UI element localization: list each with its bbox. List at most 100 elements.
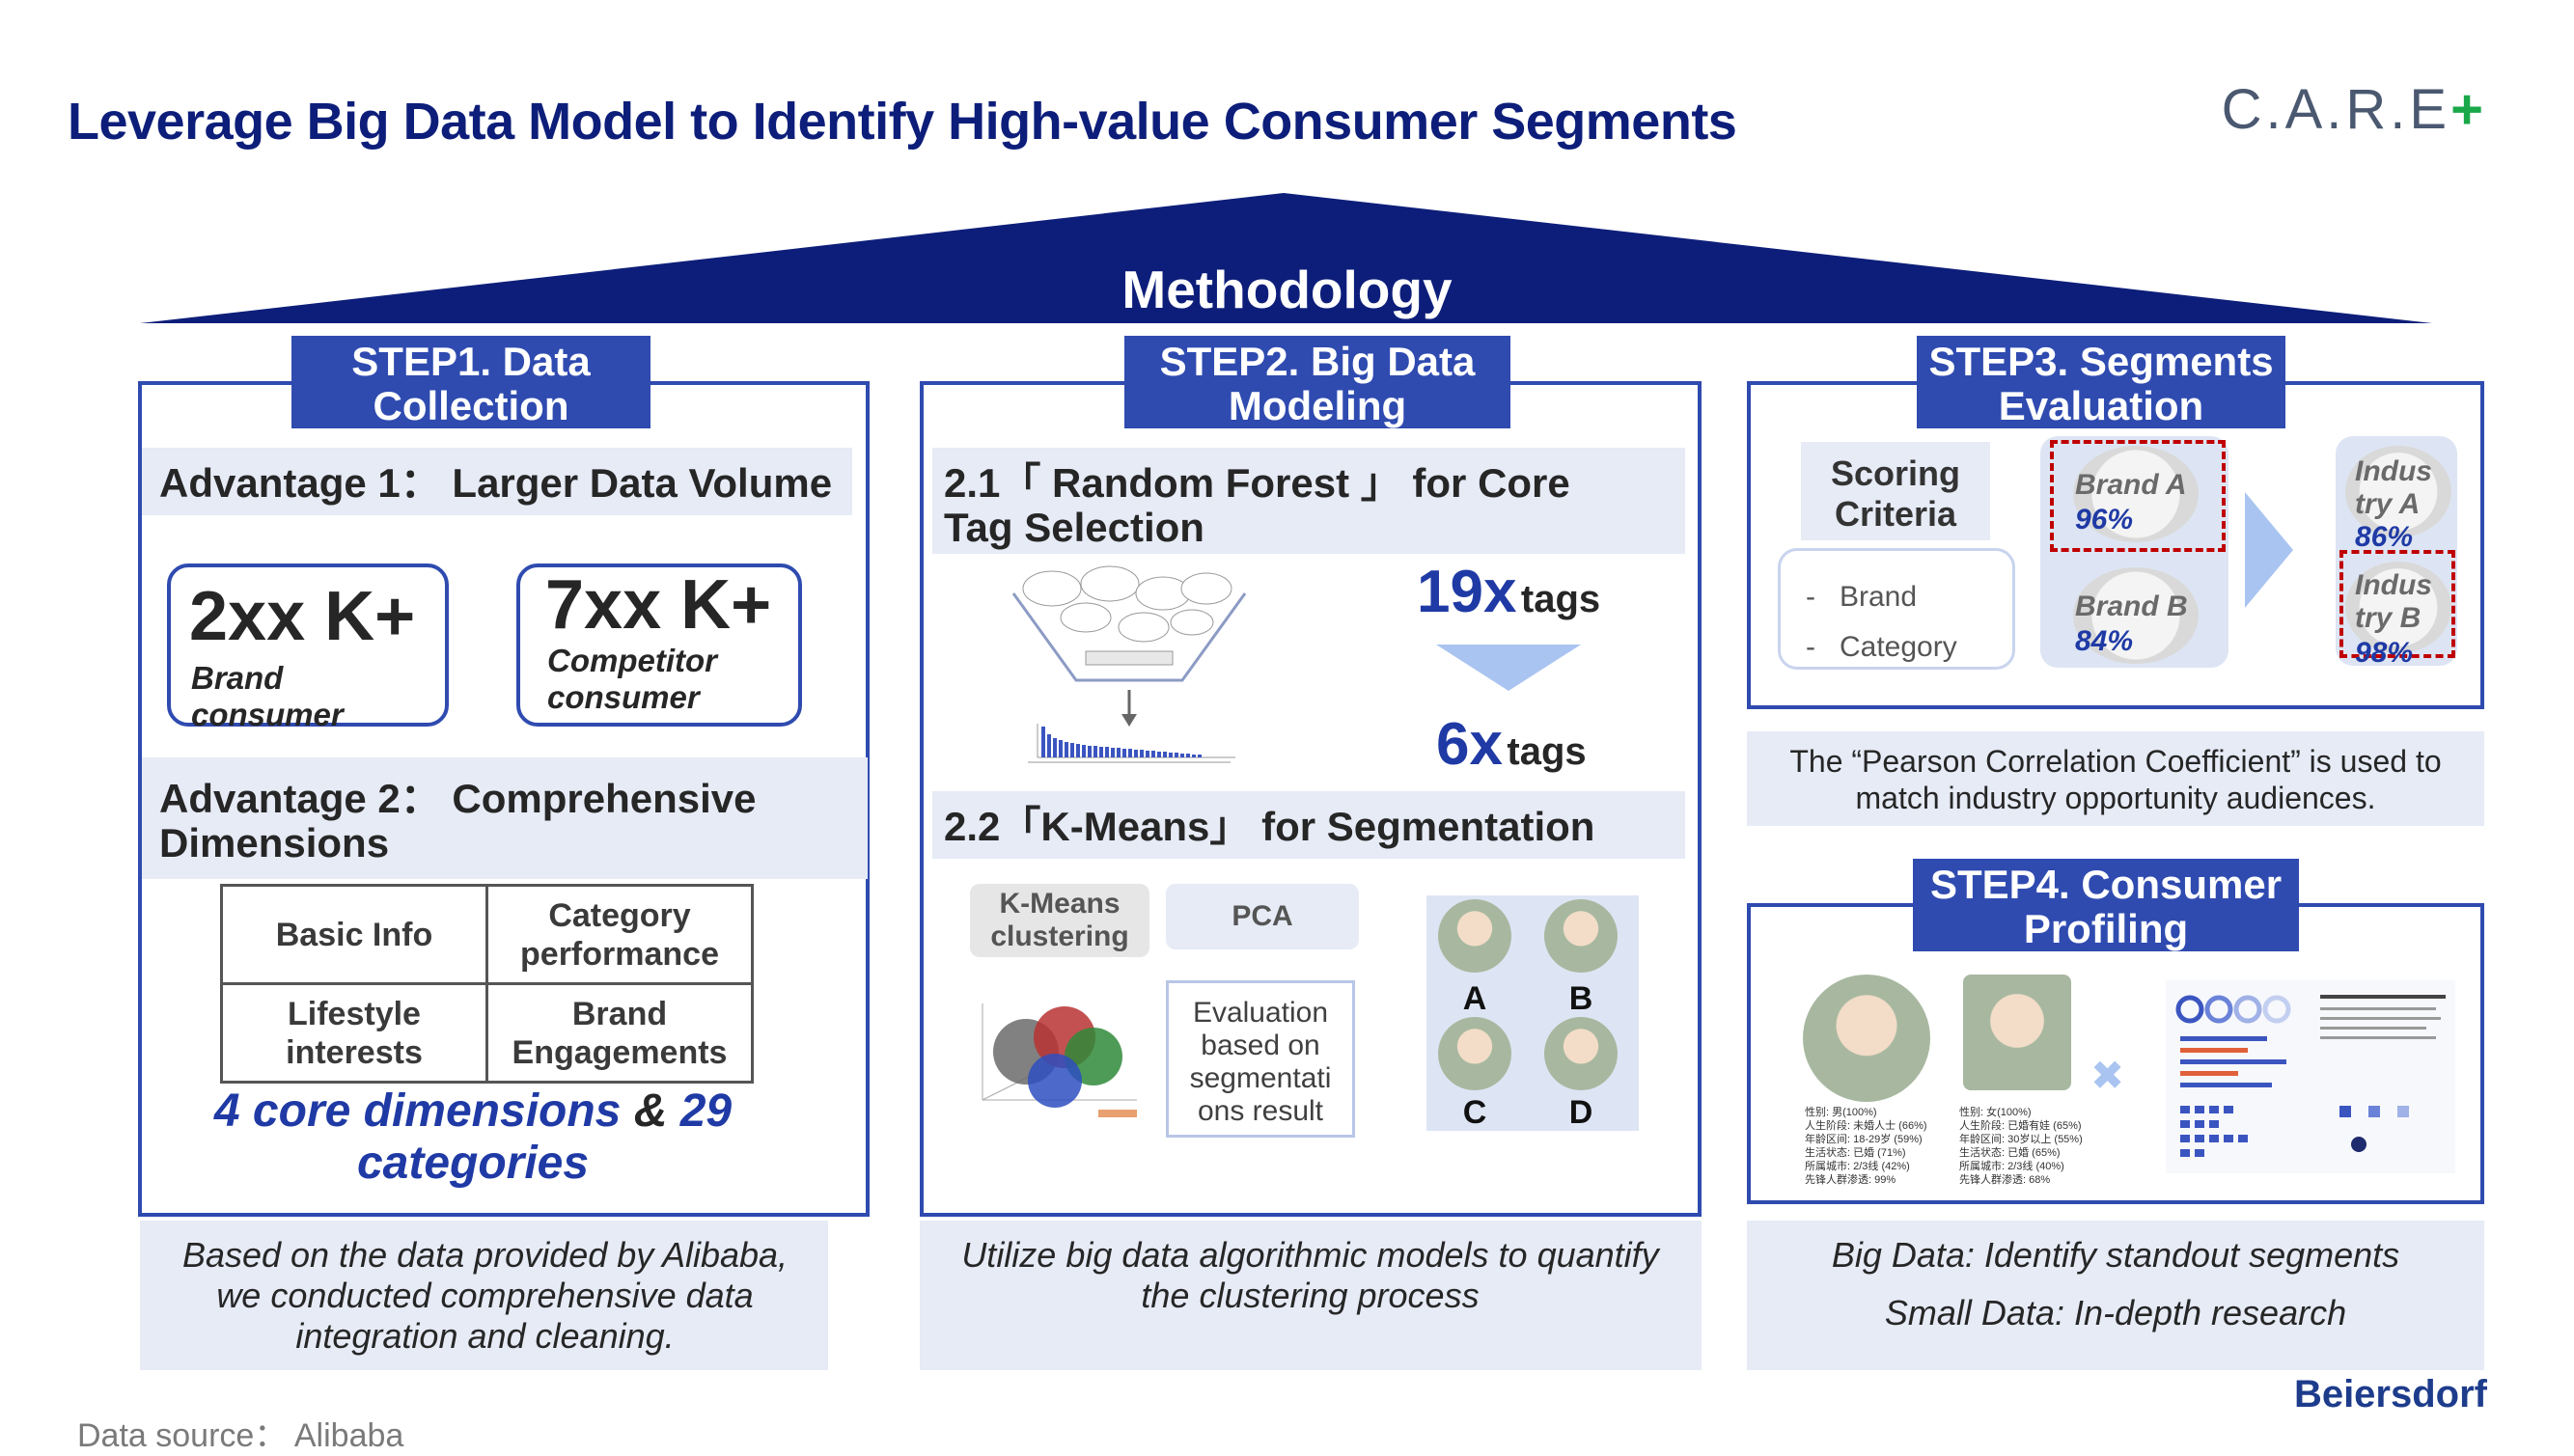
dimension-lifestyle-interests: Lifestyle interests: [220, 982, 488, 1084]
profile1-stat: 先锋人群渗透: 99%: [1805, 1174, 1896, 1186]
kmeans-heading: 2.2「K-Means」 for Segmentation: [944, 804, 1595, 849]
segment-d-label: D: [1568, 1094, 1593, 1131]
step2-caption-band: [920, 1221, 1702, 1370]
pca-chip: PCA: [1166, 884, 1359, 949]
industry-b-score: 98%: [2355, 637, 2414, 669]
tags-before: 19x tags: [1417, 558, 1600, 626]
profile1-photo: [1803, 975, 1930, 1102]
advantage1-heading: Advantage 1： Larger Data Volume: [159, 460, 833, 506]
step3-label: STEP3. Segments Evaluation: [1917, 336, 2285, 428]
profile2-stat: 性别: 女(100%): [1959, 1107, 2032, 1118]
profile2-stat: 生活状态: 已婚 (65%): [1959, 1147, 2061, 1159]
step4-caption-big-data: Big Data: Identify standout segments: [1831, 1235, 2400, 1275]
criteria-item-brand: - Brand: [1806, 581, 1918, 613]
profile1-stat: 生活状态: 已婚 (71%): [1805, 1147, 1906, 1159]
advantage2-heading: Advantage 2： Comprehensive Dimensions: [159, 776, 757, 865]
segment-d-photo: [1544, 1017, 1618, 1090]
criteria-brand-text: Brand: [1840, 581, 1918, 613]
segment-a-photo: [1438, 899, 1511, 973]
dimensions-count: 4 core dimensions: [213, 1085, 622, 1137]
criteria-category-text: Category: [1840, 631, 1957, 663]
cluster-3d-plot: [982, 1003, 1137, 1117]
segment-a-label: A: [1462, 980, 1487, 1017]
segment-c-photo: [1438, 1017, 1511, 1090]
profile2-stat: 人生阶段: 已婚有娃 (65%): [1959, 1120, 2082, 1132]
profile2-stat: 年龄区间: 30岁以上 (55%): [1959, 1134, 2083, 1145]
industry-b-highlight: [2339, 550, 2455, 658]
criteria-header: [1801, 442, 1990, 540]
brand-a-highlight: [2050, 440, 2226, 552]
criteria-list: - Brand - Category: [1778, 548, 2015, 670]
brand-b-name: Brand B: [2075, 591, 2188, 622]
times-icon: ✖: [2090, 1053, 2125, 1098]
industry-b-image: [2345, 562, 2451, 653]
logo-text: C.A.R.E: [2221, 78, 2451, 141]
step1-label: STEP1. Data Collection: [291, 336, 650, 428]
tags-after-count: 6x: [1436, 711, 1503, 778]
segment-b-label: B: [1568, 980, 1593, 1017]
step1-caption: Based on the data provided by Alibaba, w…: [181, 1235, 789, 1356]
brand-a-score: 96%: [2075, 504, 2134, 536]
dimensions-amp: &: [621, 1085, 680, 1137]
rf-heading: 2.1「 Random Forest 」 for Core Tag Select…: [944, 460, 1570, 550]
feature-selection-diagram: [1011, 565, 1247, 763]
step1-caption-band: [140, 1221, 828, 1370]
methodology-label: Methodology: [1121, 260, 1453, 319]
profile2-photo: [1963, 975, 2071, 1090]
logo-plus: +: [2450, 78, 2487, 141]
brand-consumer-label: Brand consumer: [191, 660, 344, 732]
competitor-consumer-label: Competitor consumer: [547, 643, 717, 715]
pearson-note-band: [1747, 731, 2484, 826]
dimensions-table: Basic Info Category performance Lifestyl…: [220, 884, 754, 1084]
data-source: Data source： Alibaba: [77, 1417, 404, 1454]
dimension-basic-info: Basic Info: [220, 884, 488, 985]
profile2-stats: 性别: 女(100%) 人生阶段: 已婚有娃 (65%) 年龄区间: 30岁以上…: [1959, 1106, 2104, 1187]
profile2-stat: 先锋人群渗透: 68%: [1959, 1174, 2051, 1186]
brand-a-image: [2073, 446, 2199, 542]
profile1-stat: 年龄区间: 18-29岁 (59%): [1805, 1134, 1923, 1145]
profile1-stat: 所属城市: 2/3线 (42%): [1805, 1161, 1910, 1172]
step4-caption-small-data: Small Data: In-depth research: [1884, 1293, 2347, 1332]
segment-c-label: C: [1462, 1094, 1487, 1131]
dimension-brand-engagements: Brand Engagements: [485, 982, 754, 1084]
brand-consumer-box: [167, 563, 449, 727]
advantage1-band: [142, 448, 852, 515]
industry-a-score: 86%: [2355, 521, 2414, 553]
competitor-consumer-value: 7xx K+: [545, 566, 772, 644]
right-arrow-icon: [2245, 492, 2293, 608]
pearson-note: The “Pearson Correlation Coefficient” is…: [1789, 744, 2442, 815]
step4-label: STEP4. Consumer Profiling: [1913, 859, 2299, 951]
kmeans-clustering-chip: K-Means clustering: [970, 884, 1149, 957]
kmeans-band: [932, 791, 1685, 859]
down-arrow-icon: [1436, 645, 1581, 691]
care-logo: C.A.R.E+: [2222, 77, 2487, 142]
industry-a-image: [2345, 446, 2451, 537]
step2-label: STEP2. Big Data Modeling: [1124, 336, 1510, 428]
step2-caption: Utilize big data algorithmic models to q…: [961, 1235, 1659, 1315]
dimensions-summary: 4 core dimensions & 29 categories: [193, 1085, 753, 1190]
categories-count: 29 categories: [356, 1085, 733, 1189]
segment-b-photo: [1544, 899, 1618, 973]
beiersdorf-logo: Beiersdorf: [2293, 1373, 2487, 1415]
tags-after: 6x tags: [1436, 710, 1587, 779]
scoring-criteria: Scoring Criteria: [1830, 453, 1960, 534]
page-title: Leverage Big Data Model to Identify High…: [68, 93, 1737, 151]
tags-after-label: tags: [1507, 730, 1587, 773]
profile1-stat: 性别: 男(100%): [1805, 1107, 1877, 1118]
evaluation-box: Evaluation based on segmentati ons resul…: [1166, 980, 1355, 1138]
dimension-category-performance: Category performance: [485, 884, 754, 985]
methodology-roof: [140, 193, 2432, 323]
industry-b-name: Indus try B: [2355, 569, 2432, 634]
profile2-stat: 所属城市: 2/3线 (40%): [1959, 1161, 2064, 1172]
advantage2-band: [142, 757, 868, 879]
tags-before-count: 19x: [1417, 559, 1517, 625]
brand-a-name: Brand A: [2075, 469, 2187, 501]
brand-consumer-value: 2xx K+: [189, 578, 416, 655]
feature-importance-chart: [1037, 724, 1235, 758]
competitor-consumer-box: [516, 563, 802, 727]
step4-caption-band: [1747, 1221, 2484, 1370]
brand-b-score: 84%: [2075, 625, 2134, 657]
profile1-stats: 性别: 男(100%) 人生阶段: 未婚人士 (66%) 年龄区间: 18-29…: [1805, 1106, 1950, 1187]
brand-b-image: [2073, 567, 2199, 664]
rf-band: [932, 448, 1685, 554]
